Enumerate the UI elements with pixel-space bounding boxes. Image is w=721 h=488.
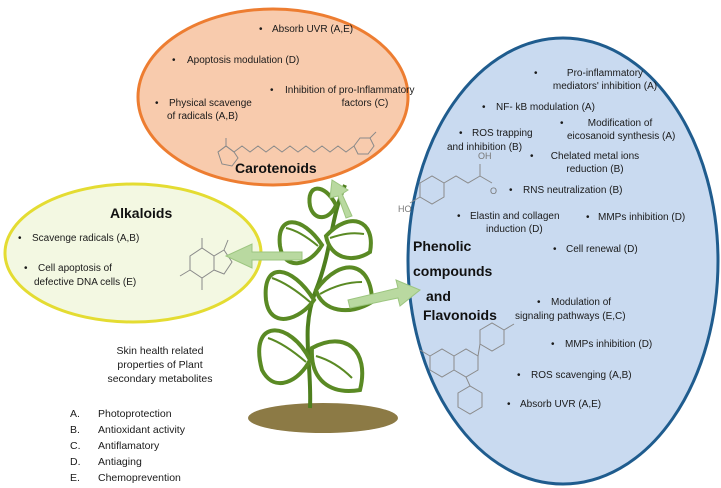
- leaf-veins: [267, 227, 365, 379]
- carotenoid-bullet-2: •: [172, 55, 176, 66]
- legend-key-e: E.: [70, 472, 80, 484]
- caption-line-1: Skin health related: [116, 345, 204, 357]
- legend-key-a: A.: [70, 408, 80, 420]
- carotenoid-bullet-1: •: [259, 24, 263, 35]
- phenolic-item-11: MMPs inhibition (D): [565, 339, 653, 350]
- phenolic-item-2: NF- kB modulation (A): [496, 102, 595, 113]
- legend-label-a: Photoprotection: [98, 408, 172, 420]
- carotenoids-title: Carotenoids: [235, 160, 317, 176]
- legend-row-d: D. Antiaging: [70, 456, 142, 469]
- arrow-to-phenolics: [347, 279, 421, 309]
- carotenoids-ellipse: [136, 7, 410, 187]
- arrow-to-carotenoids: [329, 179, 353, 219]
- phenolics-title-line3: and: [426, 288, 451, 304]
- molecule-label-oh: OH: [478, 151, 492, 161]
- carotenoid-item-3a: Inhibition of pro-Inflammatory: [285, 85, 415, 96]
- phenolic-item-7a: Elastin and collagen: [470, 211, 560, 222]
- phenolic-bullet-13: •: [507, 399, 511, 410]
- flavonoid-molecule: [419, 322, 515, 415]
- molecule-label-o: O: [490, 186, 498, 196]
- phenolic-item-3b: eicosanoid synthesis (A): [567, 131, 676, 142]
- phenolics-title-line1: Phenolic: [413, 238, 472, 254]
- phenolic-bullet-11: •: [551, 339, 555, 350]
- carotenoid-bullet-3: •: [270, 85, 274, 96]
- carotenoid-item-2: Apoptosis modulation (D): [187, 55, 300, 66]
- phenolic-item-7b: induction (D): [486, 224, 543, 235]
- phenolic-item-4b: and inhibition (B): [447, 142, 523, 153]
- phenolic-item-8: MMPs inhibition (D): [598, 212, 686, 223]
- carotenoid-bullet-4: •: [155, 98, 159, 109]
- alkaloid-item-2b: defective DNA cells (E): [34, 277, 137, 288]
- phenolic-item-4a: ROS trapping: [472, 128, 533, 139]
- caffeine-molecule: [179, 238, 233, 290]
- phenolic-item-3a: Modification of: [587, 118, 653, 129]
- legend-key-b: B.: [70, 424, 80, 436]
- molecule-label-ho: HO: [398, 204, 412, 214]
- phenolic-bullet-1: •: [534, 68, 538, 79]
- carotenoid-item-3b: factors (C): [341, 98, 389, 109]
- legend-row-c: C. Antiflamatory: [70, 440, 159, 453]
- phenolic-bullet-8: •: [586, 212, 590, 223]
- soil-mound: [248, 403, 398, 433]
- phenolics-ellipse: [406, 36, 720, 486]
- carotenoid-molecule: [217, 131, 377, 167]
- phenolic-item-1a: Pro-inflammatory: [566, 68, 644, 79]
- caption-line-3: secondary metabolites: [107, 373, 213, 385]
- phenolic-item-5a: Chelated metal ions: [550, 151, 640, 162]
- legend-row-a: A. Photoprotection: [70, 408, 172, 421]
- phenolics-title-line2: compounds: [413, 263, 493, 279]
- carotenoid-item-4b: of radicals (A,B): [167, 111, 239, 122]
- phenolic-bullet-6: •: [509, 185, 513, 196]
- alkaloid-bullet-1: •: [18, 233, 22, 244]
- phenolic-item-9: Cell renewal (D): [566, 244, 638, 255]
- phenolic-bullet-9: •: [553, 244, 557, 255]
- phenolic-bullet-3: •: [560, 118, 564, 129]
- alkaloid-bullet-2: •: [24, 263, 28, 274]
- legend-key-d: D.: [70, 456, 81, 468]
- legend-label-c: Antiflamatory: [98, 440, 160, 452]
- legend-row-e: E. Chemoprevention: [70, 472, 181, 485]
- plant-leaves: [257, 186, 375, 393]
- phenolics-title-line4: Flavonoids: [423, 307, 497, 323]
- phenolic-bullet-7: •: [457, 211, 461, 222]
- phenolic-item-13: Absorb UVR (A,E): [520, 399, 602, 410]
- caption-line-2: properties of Plant: [117, 359, 203, 371]
- legend-key-c: C.: [70, 440, 81, 452]
- alkaloid-item-1: Scavenge radicals (A,B): [32, 233, 140, 244]
- alkaloids-title: Alkaloids: [110, 205, 173, 221]
- caffeic-acid-molecule: [409, 164, 493, 205]
- arrows: [224, 179, 421, 309]
- arrow-to-alkaloids: [224, 243, 303, 269]
- legend-label-e: Chemoprevention: [98, 472, 181, 484]
- phenolic-bullet-12: •: [517, 370, 521, 381]
- phenolic-item-12: ROS scavenging (A,B): [531, 370, 632, 381]
- phenolic-item-6: RNS neutralization (B): [523, 185, 623, 196]
- phenolic-item-5b: reduction (B): [566, 164, 624, 175]
- phenolic-bullet-4: •: [459, 128, 463, 139]
- alkaloid-item-2a: Cell apoptosis of: [38, 263, 112, 274]
- carotenoid-item-1: Absorb UVR (A,E): [272, 24, 354, 35]
- phenolic-bullet-2: •: [482, 102, 486, 113]
- phenolic-item-10b: signaling pathways (E,C): [515, 311, 626, 322]
- legend-label-d: Antiaging: [98, 456, 142, 468]
- legend-row-b: B. Antioxidant activity: [70, 424, 185, 437]
- phenolic-bullet-10: •: [537, 297, 541, 308]
- legend-label-b: Antioxidant activity: [98, 424, 185, 436]
- phenolic-item-10a: Modulation of: [551, 297, 612, 308]
- phenolic-bullet-5: •: [530, 151, 534, 162]
- carotenoid-item-4a: Physical scavenge: [169, 98, 252, 109]
- phenolic-item-1b: mediators' inhibition (A): [552, 81, 658, 92]
